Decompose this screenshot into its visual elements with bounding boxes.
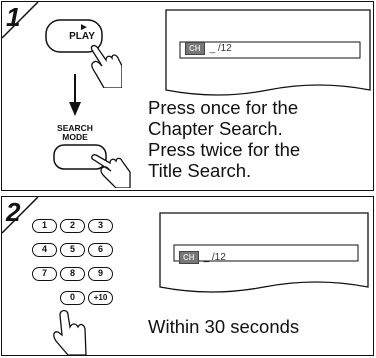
key-3: 3 [88,219,113,233]
play-symbol-icon: ► [79,22,89,33]
key-6: 6 [88,243,113,257]
play-button-label: PLAY [69,31,95,42]
key-0: 0 [60,291,85,305]
key-4: 4 [32,243,57,257]
tv-screen-illustration [165,9,371,96]
instruction-line-4: Title Search. [148,160,252,181]
corner-notch [2,2,39,39]
step-2-panel: 2 1 2 3 4 5 6 7 8 9 0 +10 CH _ /12 Within… [1,196,374,356]
key-5: 5 [60,243,85,257]
key-7: 7 [32,267,57,281]
key-1: 1 [32,219,57,233]
tv-screen-illustration [159,212,369,293]
instruction-line-2: Chapter Search. [148,118,283,139]
osd-display: CH _ /12 [179,251,226,264]
osd-value: _ /12 [209,43,232,55]
osd-display: CH _ /12 [185,42,232,55]
instruction-line-3: Press twice for the [148,139,301,160]
key-2: 2 [60,219,85,233]
step-1-panel: 1 ► PLAY SEARCH MODE CH _ /12 Press once … [1,1,374,191]
step-number: 2 [6,197,21,227]
hand-icon [90,44,122,88]
instruction-line-1: Press once for the [148,97,299,118]
search-mode-label-line2: MODE [62,132,88,142]
key-9: 9 [88,267,113,281]
hand-icon [91,154,131,188]
key-8: 8 [60,267,85,281]
timeout-instruction: Within 30 seconds [148,316,300,337]
arrow-down-icon [69,74,81,116]
play-button-illustration [45,19,122,88]
corner-notch [2,197,39,234]
osd-value: _ /12 [203,252,226,264]
osd-chapter-badge: CH [179,251,199,264]
step-number: 1 [6,2,21,32]
hand-icon [53,309,87,355]
key-plus-10: +10 [88,291,113,305]
search-mode-label-line1: SEARCH [57,123,93,133]
search-mode-button-illustration [53,144,131,188]
osd-chapter-badge: CH [185,42,205,55]
